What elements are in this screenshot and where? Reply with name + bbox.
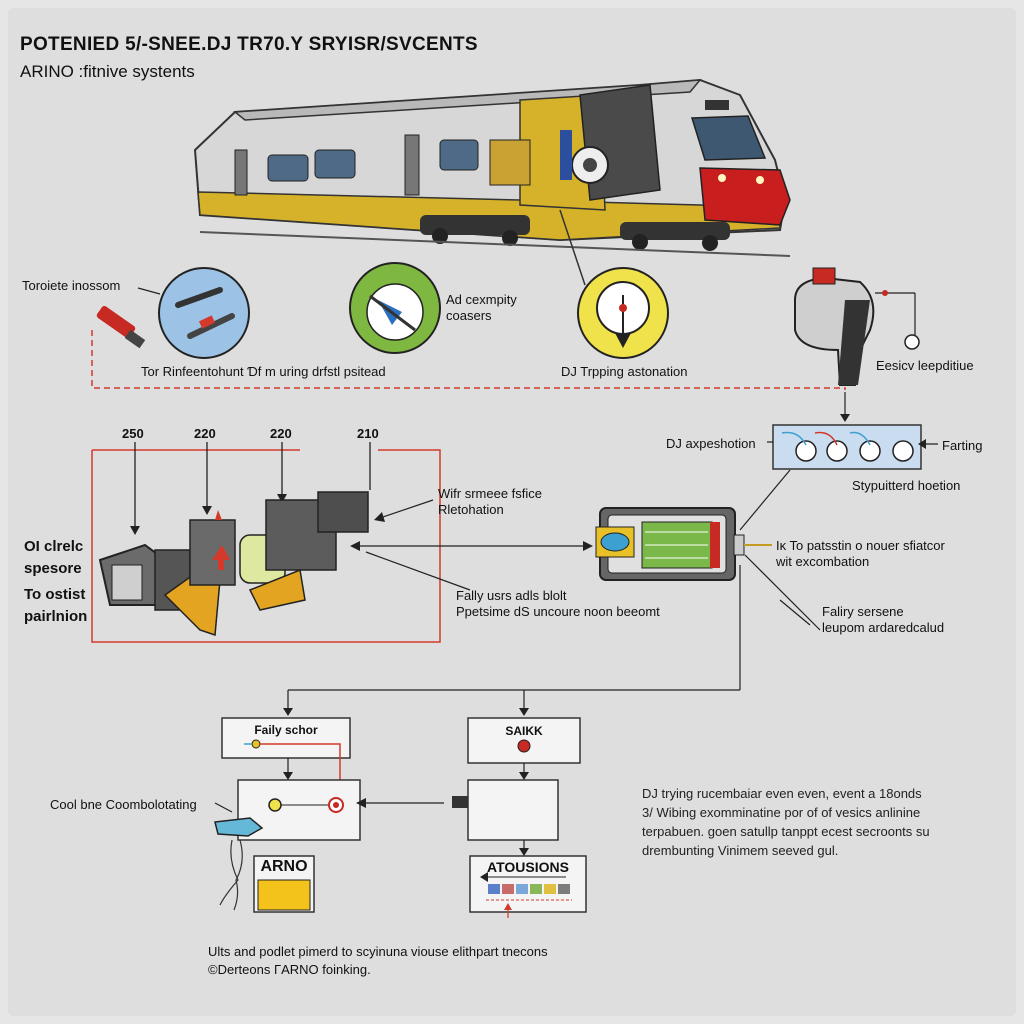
diagram-title: POTENIED 5/-SNEE.DJ TR70.Y SRYISR/SVCENT… xyxy=(20,34,478,55)
machine-left-label-2: To ostist pairlnion xyxy=(24,586,88,625)
circle-2-label: Ad cexmpity coasers xyxy=(446,292,517,323)
description-text: DJ trying rucembaiar even even, event a … xyxy=(642,786,930,858)
label-number-4: 210 xyxy=(357,426,379,441)
label-number-3: 220 xyxy=(270,426,292,441)
label-number-1: 250 xyxy=(122,426,144,441)
diagram-subtitle: ARINO :fitnive systents xyxy=(20,62,195,81)
label-number-2: 220 xyxy=(194,426,216,441)
footer-line-2: ©Derteons ΓARNO foinking. xyxy=(208,962,371,977)
circle-1-caption: Tor Rinfeentohunt Ɗf m uring drfstl psit… xyxy=(141,364,386,379)
box-atousions-label: ATOUSIONS xyxy=(487,859,569,875)
bottom-left-label: Cool bne Coombolotating xyxy=(50,797,197,812)
box-fault-label: Faily schor xyxy=(254,723,318,737)
panel-below-label: Stypuitterd hoetion xyxy=(852,478,961,493)
top-left-label: Toroiete inossom xyxy=(22,278,121,293)
panel-left-label: DJ axpeshotion xyxy=(666,436,756,451)
machine-left-label-1: OI clrelc spesore xyxy=(24,538,84,577)
footer-line-1: Ults and podlet pimerd to scyinuna vious… xyxy=(208,944,548,959)
device-note: Iĸ To patsstin o nouer sfiatcor wit exco… xyxy=(776,538,945,569)
device-note-2: Faliry sersene leupom ardaredcalud xyxy=(822,604,945,635)
valve-label: Eesicv leepditiue xyxy=(876,358,974,373)
machine-note-bottom: Fally usrs adls blolt Ppetsime dS uncour… xyxy=(456,588,660,619)
circle-3-caption: DJ Trpping astonation xyxy=(561,364,688,379)
machine-note-top: Wifr srmeee fsfice Rletohation xyxy=(438,486,543,517)
box-arno-label: ARNO xyxy=(260,858,308,875)
box-saik-label: SAIKK xyxy=(505,724,543,738)
panel-right-label: Farting xyxy=(942,438,983,453)
